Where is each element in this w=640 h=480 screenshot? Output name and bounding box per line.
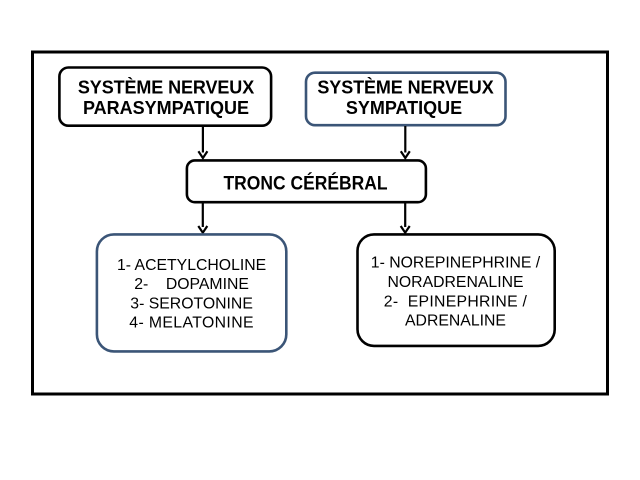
svg-text:1- ACETYLCHOLINE: 1- ACETYLCHOLINE xyxy=(117,257,266,274)
svg-text:2- EPINEPHRINE /: 2- EPINEPHRINE / xyxy=(384,293,528,310)
svg-text:SYMPATIQUE: SYMPATIQUE xyxy=(346,98,462,118)
svg-text:1- NOREPINEPHRINE /: 1- NOREPINEPHRINE / xyxy=(371,255,541,272)
svg-text:4- MELATONINE: 4- MELATONINE xyxy=(129,315,254,332)
svg-text:SYSTÈME NERVEUX: SYSTÈME NERVEUX xyxy=(317,76,493,97)
svg-text:NORADRENALINE: NORADRENALINE xyxy=(387,274,523,291)
svg-text:TRONC CÉRÉBRAL: TRONC CÉRÉBRAL xyxy=(223,172,387,194)
svg-text:PARASYMPATIQUE: PARASYMPATIQUE xyxy=(83,98,249,118)
svg-text:SYSTÈME NERVEUX: SYSTÈME NERVEUX xyxy=(78,76,254,97)
svg-text:2- DOPAMINE: 2- DOPAMINE xyxy=(134,276,249,293)
svg-text:3- SEROTONINE: 3- SEROTONINE xyxy=(130,295,253,312)
svg-text:ADRENALINE: ADRENALINE xyxy=(405,313,506,330)
